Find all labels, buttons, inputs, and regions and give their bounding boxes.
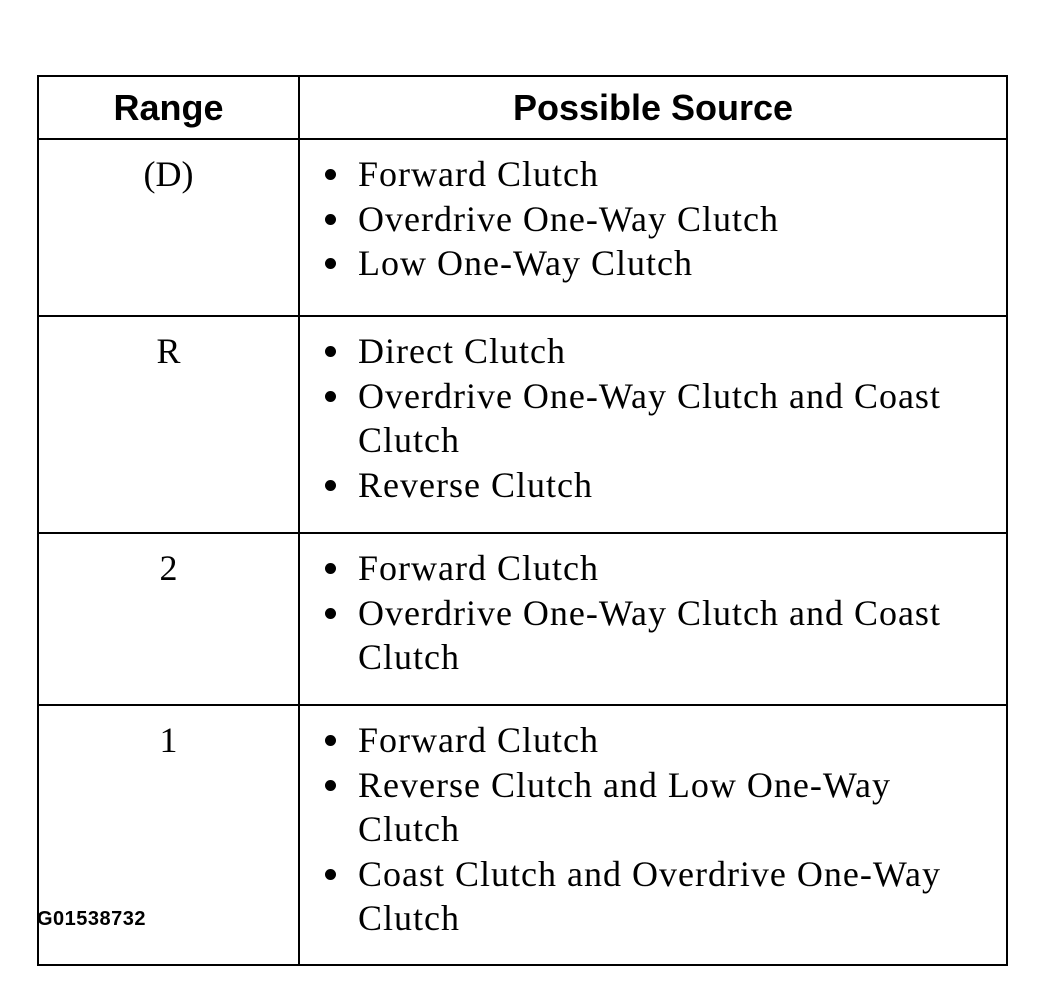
table-header-row: Range Possible Source bbox=[37, 75, 1008, 140]
range-cell: 1 bbox=[37, 704, 300, 966]
source-cell: Forward Clutch Reverse Clutch and Low On… bbox=[298, 704, 1008, 966]
bullet-icon bbox=[325, 735, 336, 746]
range-source-table: Range Possible Source (D) Forward Clutch… bbox=[37, 75, 1008, 966]
bullet-icon bbox=[325, 213, 336, 225]
source-item: Overdrive One-Way Clutch and Coast Clutc… bbox=[300, 591, 996, 680]
source-text: Overdrive One-Way Clutch and Coast Clutc… bbox=[358, 375, 941, 461]
source-text: Overdrive One-Way Clutch and Coast Clutc… bbox=[358, 592, 941, 678]
table-row: (D) Forward Clutch Overdrive One-Way Clu… bbox=[37, 138, 1008, 317]
source-text: Forward Clutch bbox=[358, 154, 599, 194]
source-cell: Direct Clutch Overdrive One-Way Clutch a… bbox=[298, 315, 1008, 534]
source-item: Coast Clutch and Overdrive One-Way Clutc… bbox=[300, 852, 996, 941]
source-cell: Forward Clutch Overdrive One-Way Clutch … bbox=[298, 532, 1008, 706]
source-item: Overdrive One-Way Clutch and Coast Clutc… bbox=[300, 374, 996, 463]
source-text: Low One-Way Clutch bbox=[358, 243, 694, 283]
range-cell: R bbox=[37, 315, 300, 534]
header-possible-source: Possible Source bbox=[298, 75, 1008, 140]
bullet-icon bbox=[325, 346, 336, 357]
source-text: Reverse Clutch and Low One-Way Clutch bbox=[358, 764, 891, 850]
source-text: Reverse Clutch bbox=[358, 464, 593, 505]
source-item: Forward Clutch bbox=[300, 152, 996, 197]
source-item: Forward Clutch bbox=[300, 718, 996, 763]
bullet-icon bbox=[325, 779, 336, 791]
range-cell: 2 bbox=[37, 532, 300, 706]
bullet-icon bbox=[325, 169, 336, 180]
bullet-icon bbox=[325, 479, 336, 491]
source-text: Direct Clutch bbox=[358, 331, 566, 371]
source-item: Reverse Clutch and Low One-Way Clutch bbox=[300, 763, 996, 852]
table-row: R Direct Clutch Overdrive One-Way Clutch… bbox=[37, 315, 1008, 534]
source-item: Reverse Clutch bbox=[300, 463, 996, 508]
source-list: Forward Clutch Overdrive One-Way Clutch … bbox=[300, 152, 996, 286]
table-row: 2 Forward Clutch Overdrive One-Way Clutc… bbox=[37, 532, 1008, 706]
range-cell: (D) bbox=[37, 138, 300, 317]
source-item: Forward Clutch bbox=[300, 546, 996, 591]
table-row: 1 Forward Clutch Reverse Clutch and Low … bbox=[37, 704, 1008, 966]
source-text: Forward Clutch bbox=[358, 720, 599, 760]
source-text: Overdrive One-Way Clutch bbox=[358, 198, 779, 239]
bullet-icon bbox=[325, 258, 336, 269]
header-range: Range bbox=[37, 75, 300, 140]
bullet-icon bbox=[325, 390, 336, 402]
bullet-icon bbox=[325, 607, 336, 619]
source-item: Overdrive One-Way Clutch bbox=[300, 197, 996, 242]
source-list: Forward Clutch Overdrive One-Way Clutch … bbox=[300, 546, 996, 680]
source-text: Forward Clutch bbox=[358, 548, 599, 588]
source-item: Direct Clutch bbox=[300, 329, 996, 374]
bullet-icon bbox=[325, 868, 336, 880]
source-list: Direct Clutch Overdrive One-Way Clutch a… bbox=[300, 329, 996, 507]
source-text: Coast Clutch and Overdrive One-Way Clutc… bbox=[358, 853, 941, 939]
source-list: Forward Clutch Reverse Clutch and Low On… bbox=[300, 718, 996, 941]
figure-id: G01538732 bbox=[37, 908, 147, 930]
source-item: Low One-Way Clutch bbox=[300, 241, 996, 286]
bullet-icon bbox=[325, 563, 336, 574]
source-cell: Forward Clutch Overdrive One-Way Clutch … bbox=[298, 138, 1008, 317]
